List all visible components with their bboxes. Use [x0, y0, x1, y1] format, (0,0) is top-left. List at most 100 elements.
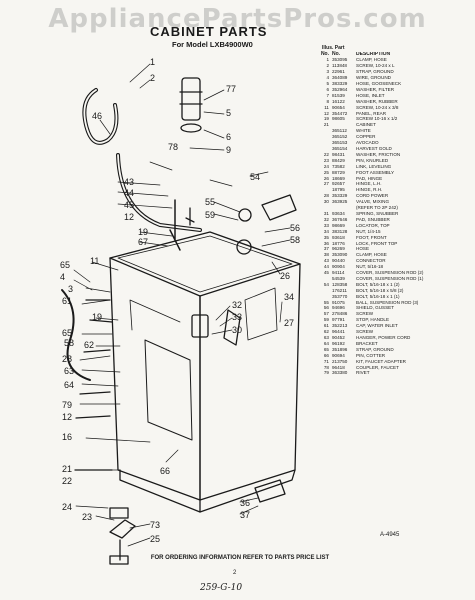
illus-no: 8: [326, 98, 329, 104]
part-no: 73582: [332, 163, 345, 169]
ordering-note: FOR ORDERING INFORMATION REFER TO PARTS …: [150, 555, 330, 561]
illus-no: 44: [323, 264, 329, 270]
description: FOOT, FRONT: [356, 234, 387, 240]
callout: 25: [150, 534, 160, 544]
illus-no: 25: [323, 169, 329, 175]
description: PAD, HINGE: [356, 175, 383, 181]
cabinet-front-panel: [109, 257, 201, 501]
description: HOSE, GOOSENECK: [356, 81, 402, 87]
parts-list-header-top: Illus. Part: [322, 45, 345, 51]
callout: 22: [62, 476, 72, 486]
callout: 24: [62, 502, 72, 512]
illus-no: 24: [323, 163, 329, 169]
suspension-ball: [238, 208, 252, 222]
callout: 64: [64, 380, 74, 390]
part-no: 91075: [332, 299, 345, 305]
callout: 78: [168, 142, 178, 152]
part-no: 22961: [332, 69, 345, 75]
part-no: 97791: [332, 317, 345, 323]
part-no: 81539: [332, 92, 345, 98]
illus-no: 59: [323, 317, 329, 323]
callout: 54: [250, 172, 260, 182]
callout: 44: [124, 188, 134, 198]
description: SCREW, 10-24 x 3/8: [356, 104, 399, 110]
description: SPRING, SNUBBER: [356, 210, 399, 216]
illus-no: 43: [323, 258, 329, 264]
part-no: 278486: [332, 311, 348, 317]
description: CORD POWER: [356, 193, 389, 199]
parts-list-header: No. No. DESCRIPTION: [320, 51, 468, 58]
description: BOLT, 5/16-18 x 1 (1): [356, 293, 400, 299]
part-no: 365152: [332, 134, 348, 140]
callout: 6: [226, 132, 231, 142]
part-no: 90694: [332, 352, 345, 358]
illus-no: 32: [323, 216, 329, 222]
callout: 36: [240, 498, 250, 508]
table-row: (REFER TO 2P 242): [320, 205, 468, 211]
faucet-coupler: [181, 77, 201, 121]
callout: 19: [92, 312, 102, 322]
callout: 63: [64, 366, 74, 376]
description: NUT, 5/16-18: [356, 264, 384, 270]
illus-no: 56: [323, 305, 329, 311]
part-no: 92657: [332, 181, 345, 187]
illus-no: 12: [323, 110, 329, 116]
rear-panel-opening: [144, 339, 193, 441]
part-no: 353329: [332, 193, 348, 199]
part-no: 363380: [332, 370, 348, 376]
description: HARVEST GOLD: [356, 146, 392, 151]
part-no: 213750: [332, 358, 348, 364]
callout: 45: [124, 200, 134, 210]
part-no: 88729: [332, 169, 345, 175]
illus-no: 11: [324, 104, 329, 110]
illus-no: 5: [326, 81, 329, 87]
description: NUT, 1/4-15: [356, 228, 381, 234]
description: COUPLER, FAUCET: [356, 364, 399, 370]
description: WHITE: [356, 128, 371, 134]
description: WASHER, FRICTION: [356, 151, 401, 157]
description: HINGE, R.H.: [356, 187, 383, 193]
callout: 19: [138, 227, 148, 237]
description: CONNECTOR: [356, 258, 386, 264]
suspension-rod: [169, 199, 181, 251]
part-no: 351896: [332, 346, 348, 352]
part-no: 90452: [332, 335, 345, 340]
power-cord: [61, 289, 91, 381]
part-no: 113848: [332, 63, 347, 69]
description: SHIELD, GUSSET: [356, 305, 395, 311]
callout: 43: [124, 177, 134, 187]
callout: 2: [150, 73, 155, 83]
part-no: 367646: [332, 216, 348, 222]
illus-no: 63: [323, 335, 329, 340]
callout: 12: [124, 212, 134, 222]
part-no: 352964: [332, 86, 348, 92]
callout: 37: [240, 510, 250, 520]
illus-no: 78: [323, 364, 329, 370]
part-no: 353095: [332, 57, 348, 63]
description: FOOT ASSEMBLY: [356, 169, 395, 175]
description: STRAP, GROUND: [356, 346, 394, 352]
part-no: 93618: [332, 234, 345, 240]
